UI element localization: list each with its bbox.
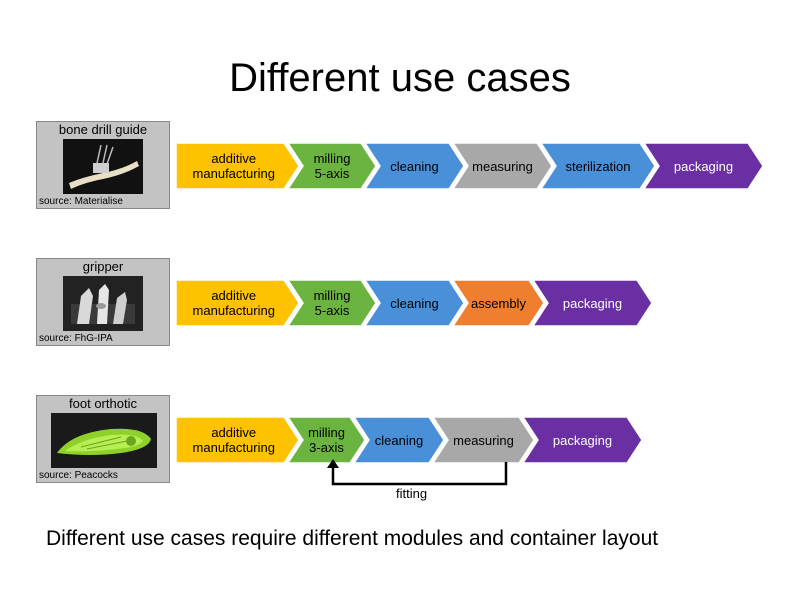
case-source: source: Peacocks xyxy=(39,470,118,481)
step-label-measuring: measuring xyxy=(472,158,533,174)
step-label-milling: milling 3-axis xyxy=(308,425,345,455)
step-label-sterilization: sterilization xyxy=(565,158,631,174)
fitting-label: fitting xyxy=(396,486,428,501)
step-label-assembly: assembly xyxy=(471,295,526,311)
step-chevron-additive xyxy=(175,142,300,190)
case-title: foot orthotic xyxy=(69,396,137,411)
step-chevron-milling xyxy=(286,279,377,327)
step-chevron-milling xyxy=(286,416,366,464)
step-label-additive: additive manufacturing xyxy=(192,151,275,181)
step-label-cleaning: cleaning xyxy=(374,432,424,448)
step-chevron-packaging xyxy=(531,279,653,327)
step-label-additive: additive manufacturing xyxy=(192,288,275,318)
step-label-milling: milling 5-axis xyxy=(313,151,351,181)
case-card-foot-orthotic: foot orthotic source: Peacocks xyxy=(36,395,170,483)
slide-title: Different use cases xyxy=(229,56,571,100)
step-chevron-assembly xyxy=(451,279,545,327)
step-label-packaging: packaging xyxy=(552,432,613,448)
step-chevron-cleaning xyxy=(363,279,465,327)
process-flow-foot-orthotic: additive manufacturing milling 3-axis clea… xyxy=(175,416,786,464)
step-label-measuring: measuring xyxy=(453,432,514,448)
slide-caption: Different use cases require different mo… xyxy=(46,527,659,550)
step-chevron-sterilization xyxy=(539,142,656,190)
step-chevron-milling xyxy=(286,142,377,190)
step-chevron-additive xyxy=(175,416,300,464)
step-chevron-additive xyxy=(175,279,300,327)
step-chevron-packaging xyxy=(521,416,643,464)
step-chevron-measuring xyxy=(431,416,535,464)
step-label-milling: milling 5-axis xyxy=(313,288,351,318)
step-label-cleaning: cleaning xyxy=(390,295,439,311)
step-label-cleaning: cleaning xyxy=(390,158,439,174)
case-source: source: FhG-IPA xyxy=(39,333,113,344)
step-chevron-cleaning xyxy=(363,142,465,190)
flow-chevrons xyxy=(175,416,643,464)
gripper-photo xyxy=(63,276,143,331)
process-flow-gripper: additive manufacturing milling 5-axis clea… xyxy=(175,279,786,327)
case-source: source: Materialise xyxy=(39,196,123,207)
flow-chevrons xyxy=(175,142,764,190)
case-title: gripper xyxy=(82,259,124,274)
foot-orthotic-photo xyxy=(51,413,157,468)
step-chevron-packaging xyxy=(642,142,764,190)
flow-chevrons xyxy=(175,279,653,327)
step-label-packaging: packaging xyxy=(673,158,734,174)
case-card-bone-drill-guide: bone drill guide source: Materialise xyxy=(36,121,170,209)
step-chevron-cleaning xyxy=(352,416,445,464)
case-title: bone drill guide xyxy=(58,122,148,137)
step-label-packaging: packaging xyxy=(562,295,623,311)
case-card-gripper: gripper source: FhG-IPA xyxy=(36,258,170,346)
bone-drill-guide-photo xyxy=(63,139,143,194)
step-label-additive: additive manufacturing xyxy=(192,425,275,455)
process-flow-bone-drill-guide: additive manufacturing milling 5-axis clea… xyxy=(175,142,786,190)
step-chevron-measuring xyxy=(451,142,553,190)
